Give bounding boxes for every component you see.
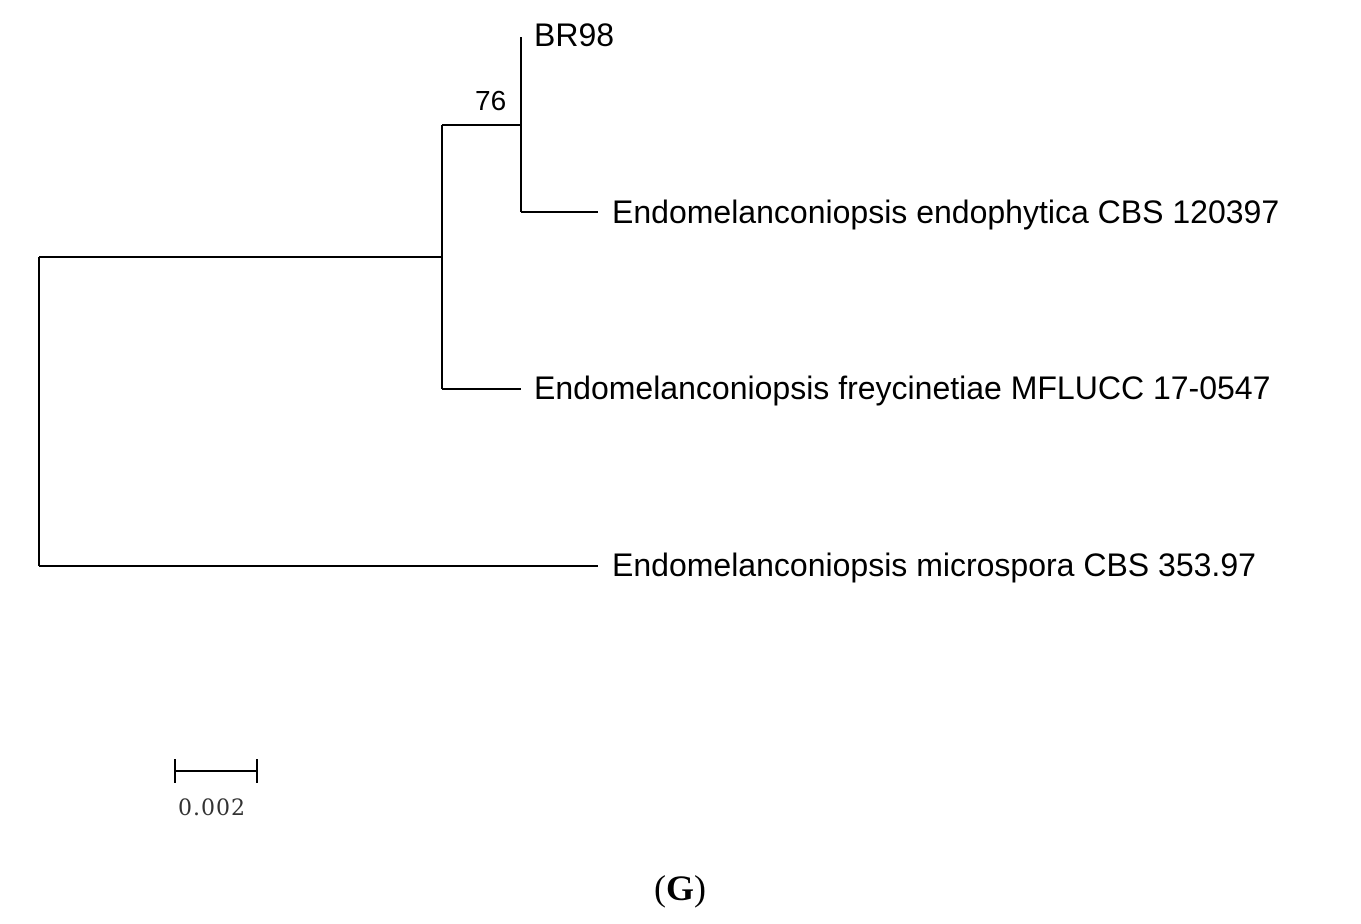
taxon-label-microspora: Endomelanconiopsis microspora CBS 353.97 [612,547,1256,583]
bootstrap-support-value: 76 [475,85,506,116]
scale-bar: 0.002 [174,759,258,821]
panel-label-letter: G [666,868,694,908]
scale-bar-label: 0.002 [178,796,246,821]
taxon-label-endophytica: Endomelanconiopsis endophytica CBS 12039… [612,194,1279,230]
taxon-label-br98: BR98 [534,17,614,53]
panel-label-open: ( [654,868,666,908]
panel-label: (G) [654,868,706,908]
panel-label-close: ) [694,868,706,908]
taxon-label-freycinetiae: Endomelanconiopsis freycinetiae MFLUCC 1… [534,370,1270,406]
